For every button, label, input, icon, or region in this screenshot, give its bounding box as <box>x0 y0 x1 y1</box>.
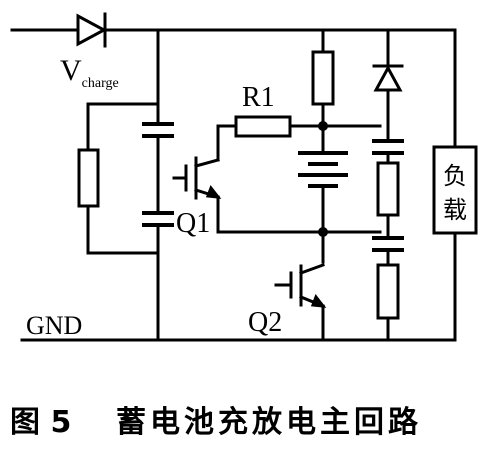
r1-branch <box>216 115 382 162</box>
junction-node <box>318 227 328 237</box>
junction-node <box>318 121 328 131</box>
right-diode <box>373 64 403 92</box>
transistor-q2 <box>274 263 327 342</box>
load-box <box>432 145 478 235</box>
middle-bus <box>311 28 335 155</box>
battery <box>298 151 348 264</box>
r1-label: R1 <box>242 82 275 113</box>
gnd-label: GND <box>26 311 82 340</box>
capacitor-c2 <box>142 211 174 227</box>
vcharge-label: Vcharge <box>60 54 119 91</box>
left-resistor-branch <box>77 102 160 255</box>
right-resistor-lower <box>376 263 400 320</box>
transistor-q1 <box>172 156 222 234</box>
capacitor-c1 <box>142 122 174 138</box>
load-label-top: 负 <box>443 162 467 190</box>
right-branch <box>372 28 404 342</box>
load-branch <box>432 28 478 342</box>
input-diode <box>76 12 108 48</box>
right-resistor-upper <box>376 161 400 217</box>
resistor-r1 <box>234 115 292 138</box>
figure-number: 图 5 <box>10 405 71 440</box>
load-label-bottom: 载 <box>443 196 467 224</box>
left-resistor <box>77 148 100 208</box>
figure-title: 蓄电池充放电主回路 <box>116 405 422 440</box>
q2-label: Q2 <box>248 307 282 338</box>
top-resistor <box>311 50 335 106</box>
q1-label: Q1 <box>176 208 210 239</box>
